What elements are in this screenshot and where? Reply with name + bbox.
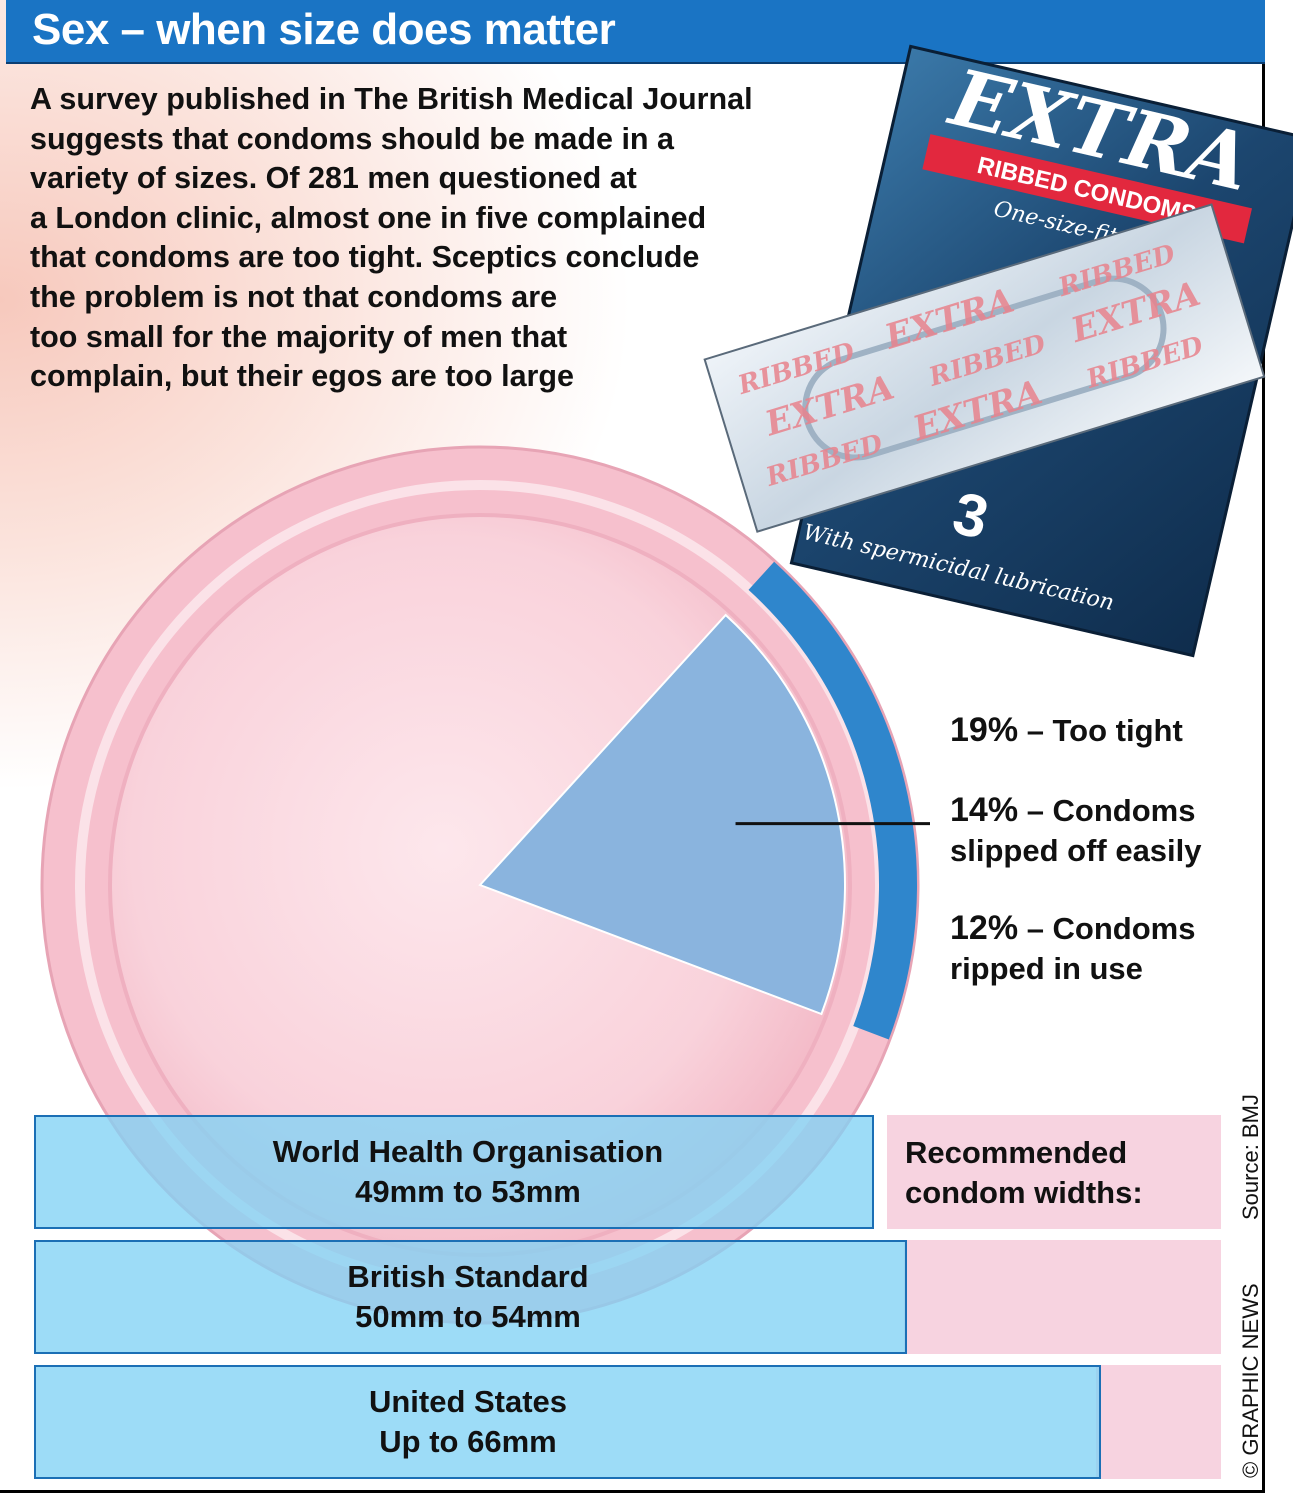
intro-line: complain, but their egos are too large xyxy=(30,359,575,394)
bar-label-british-standard: British Standard 50mm to 54mm xyxy=(34,1257,902,1337)
bar-label-united-states: United States Up to 66mm xyxy=(34,1382,902,1462)
legend-pct: 12% xyxy=(950,909,1019,947)
bar-category: United States xyxy=(368,1384,568,1419)
recommended-widths-label: Recommended condom widths: xyxy=(905,1133,1143,1213)
bar-label-who: World Health Organisation 49mm to 53mm xyxy=(34,1132,902,1212)
wrapper-ring xyxy=(802,275,1167,461)
legend-item-too-tight: 19% – Too tight xyxy=(950,710,1183,751)
legend-pct: 19% xyxy=(950,711,1019,749)
legend-item-ripped: 12% – Condoms ripped in use xyxy=(950,908,1195,989)
intro-line: that condoms are too tight. Sceptics con… xyxy=(30,240,700,275)
wrapper-sheet xyxy=(703,203,1266,533)
legend-label: ripped in use xyxy=(950,951,1143,986)
pink-pad xyxy=(904,1240,1221,1354)
bar-united-states xyxy=(34,1365,1101,1479)
legend-label: – Condoms xyxy=(1026,793,1196,828)
intro-line: variety of sizes. Of 281 men questioned … xyxy=(30,161,637,196)
legend-label: – Too tight xyxy=(1026,713,1183,748)
legend-label: slipped off easily xyxy=(950,833,1202,868)
intro-line: suggests that condoms should be made in … xyxy=(30,121,674,156)
intro-line: A survey published in The British Medica… xyxy=(30,82,753,116)
intro-line: the problem is not that condoms are xyxy=(30,279,558,314)
recommended-line: condom widths: xyxy=(905,1175,1143,1210)
legend-pct: 14% xyxy=(950,791,1019,829)
package-band xyxy=(922,134,1252,244)
foil-wrapper: RIBBED EXTRA RIBBED EXTRA RIBBED EXTRA R… xyxy=(703,203,1266,533)
legend-label: – Condoms xyxy=(1026,911,1196,946)
bar-category: British Standard xyxy=(347,1259,589,1294)
widths-label-panel xyxy=(887,1115,1221,1229)
bar-category: World Health Organisation xyxy=(272,1134,664,1169)
recommended-line: Recommended xyxy=(905,1135,1128,1170)
graphic-news-credit: © GRAPHIC NEWS xyxy=(1238,1283,1263,1478)
bar-value: 49mm to 53mm xyxy=(355,1174,581,1209)
pie-chart xyxy=(40,445,930,1325)
pie-slice-rim xyxy=(748,561,917,1040)
pie-slice-too-tight xyxy=(478,613,846,1016)
page-title: Sex – when size does matter xyxy=(32,5,616,54)
legend-item-slipped-off: 14% – Condoms slipped off easily xyxy=(950,790,1202,871)
bar-who xyxy=(34,1115,874,1229)
source-credit: Source: BMJ xyxy=(1238,1094,1263,1220)
intro-line: too small for the majority of men that xyxy=(30,319,568,354)
title-bar: Sex – when size does matter xyxy=(6,0,1265,64)
pink-pad xyxy=(1096,1365,1221,1479)
bar-british-standard xyxy=(34,1240,907,1354)
bar-value: 50mm to 54mm xyxy=(355,1299,581,1334)
bar-value: Up to 66mm xyxy=(379,1424,557,1459)
intro-line: a London clinic, almost one in five comp… xyxy=(30,200,707,235)
intro-text: A survey published in The British Medica… xyxy=(30,80,850,397)
